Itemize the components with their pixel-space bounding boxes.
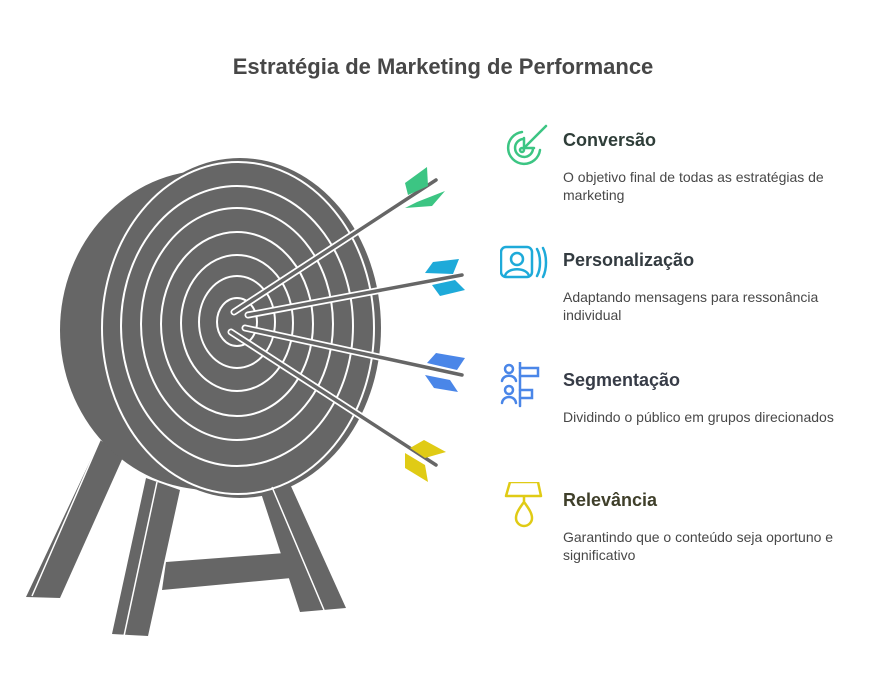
user-profile-icon <box>500 245 548 279</box>
arrow-blue-light <box>244 259 466 319</box>
target-leg-front-left <box>112 478 180 636</box>
lamp-icon <box>504 482 543 528</box>
target-crossbar <box>162 552 302 590</box>
target-rings <box>101 161 375 495</box>
item-description: Dividindo o público em grupos direcionad… <box>563 409 834 425</box>
target-leg-right <box>260 484 346 612</box>
arrow-green <box>230 167 445 316</box>
item-description: Adaptando mensagens para ressonância ind… <box>563 289 819 323</box>
item-title: Relevância <box>563 490 658 510</box>
item-title: Segmentação <box>563 370 681 390</box>
target-leg-back-left <box>26 440 124 598</box>
audience-segments-icon <box>500 362 540 408</box>
arrow-blue <box>241 324 466 392</box>
item-title: Personalização <box>563 250 695 270</box>
item-description: Garantindo que o conteúdo seja oportuno … <box>563 529 834 563</box>
target-arrow-icon <box>506 124 548 166</box>
item-title: Conversão <box>563 130 657 150</box>
page-title: Estratégia de Marketing de Performance <box>232 54 654 79</box>
item-description: O objetivo final de todas as estratégias… <box>563 169 824 203</box>
arrow-yellow <box>227 328 446 482</box>
